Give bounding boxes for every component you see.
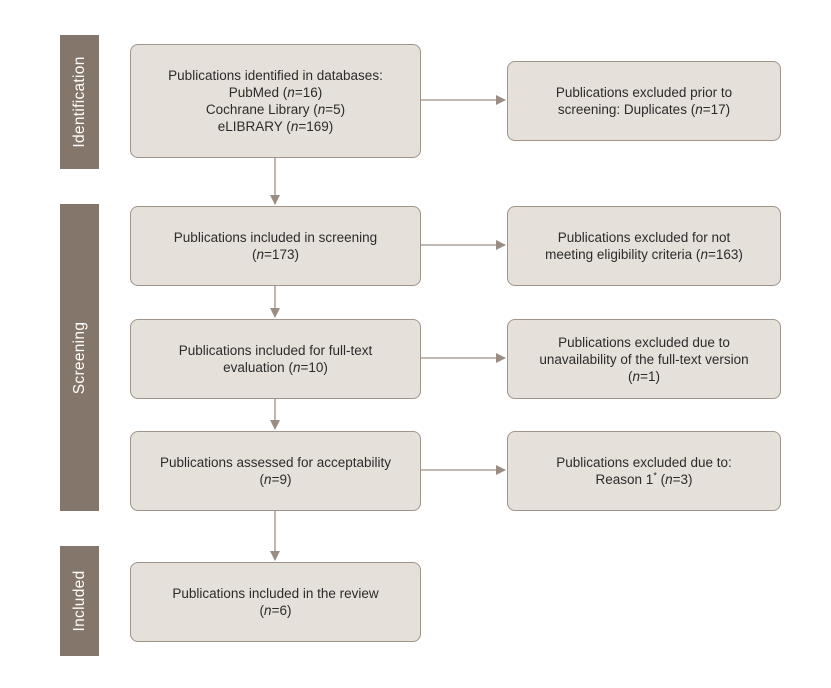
identified-elibrary: eLIBRARY (n=169) bbox=[217, 119, 334, 134]
screening-included-title: Publications included in screening bbox=[173, 230, 378, 245]
box-excluded-eligibility: Publications excluded for not meeting el… bbox=[507, 206, 781, 286]
excluded-duplicates-title: Publications excluded prior to bbox=[555, 85, 733, 100]
fulltext-included-title: Publications included for full-text bbox=[178, 343, 373, 358]
identified-pubmed: PubMed (n=16) bbox=[228, 85, 323, 100]
excluded-eligibility-count: meeting eligibility criteria (n=163) bbox=[545, 247, 743, 262]
assessed-count: (n=9) bbox=[259, 472, 292, 487]
assessed-title: Publications assessed for acceptability bbox=[159, 455, 392, 470]
stage-bar-included: Included bbox=[60, 546, 99, 656]
excluded-unavailable-title: Publications excluded due to bbox=[558, 334, 730, 350]
identified-heading: Publications identified in databases: bbox=[168, 68, 383, 83]
excluded-unavailable-reason: unavailability of the full-text version bbox=[539, 351, 749, 367]
excluded-duplicates-count: screening: Duplicates (n=17) bbox=[557, 102, 731, 117]
box-screening-included: Publications included in screening (n=17… bbox=[130, 206, 421, 286]
excluded-eligibility-title: Publications excluded for not bbox=[557, 230, 731, 245]
excluded-reason-title: Publications excluded due to: bbox=[556, 455, 732, 470]
fulltext-included-count: evaluation (n=10) bbox=[223, 360, 328, 375]
stage-bar-screening: Screening bbox=[60, 204, 99, 511]
box-review-included: Publications included in the review (n=6… bbox=[130, 562, 421, 642]
stage-bar-identification: Identification bbox=[60, 35, 99, 169]
identified-cochrane: Cochrane Library (n=5) bbox=[205, 102, 346, 117]
box-identified: Publications identified in databases: Pu… bbox=[130, 44, 421, 158]
excluded-unavailable-count: (n=1) bbox=[628, 368, 660, 384]
box-assessed: Publications assessed for acceptability … bbox=[130, 431, 421, 511]
review-included-title: Publications included in the review bbox=[172, 586, 379, 601]
box-fulltext-included: Publications included for full-text eval… bbox=[130, 319, 421, 399]
review-included-count: (n=6) bbox=[259, 603, 292, 618]
box-excluded-unavailable: Publications excluded due to unavailabil… bbox=[507, 319, 781, 399]
box-excluded-reason: Publications excluded due to: Reason 1* … bbox=[507, 431, 781, 511]
box-excluded-duplicates: Publications excluded prior to screening… bbox=[507, 61, 781, 141]
screening-included-count: (n=173) bbox=[252, 247, 299, 262]
excluded-reason-count: Reason 1* (n=3) bbox=[595, 470, 693, 487]
